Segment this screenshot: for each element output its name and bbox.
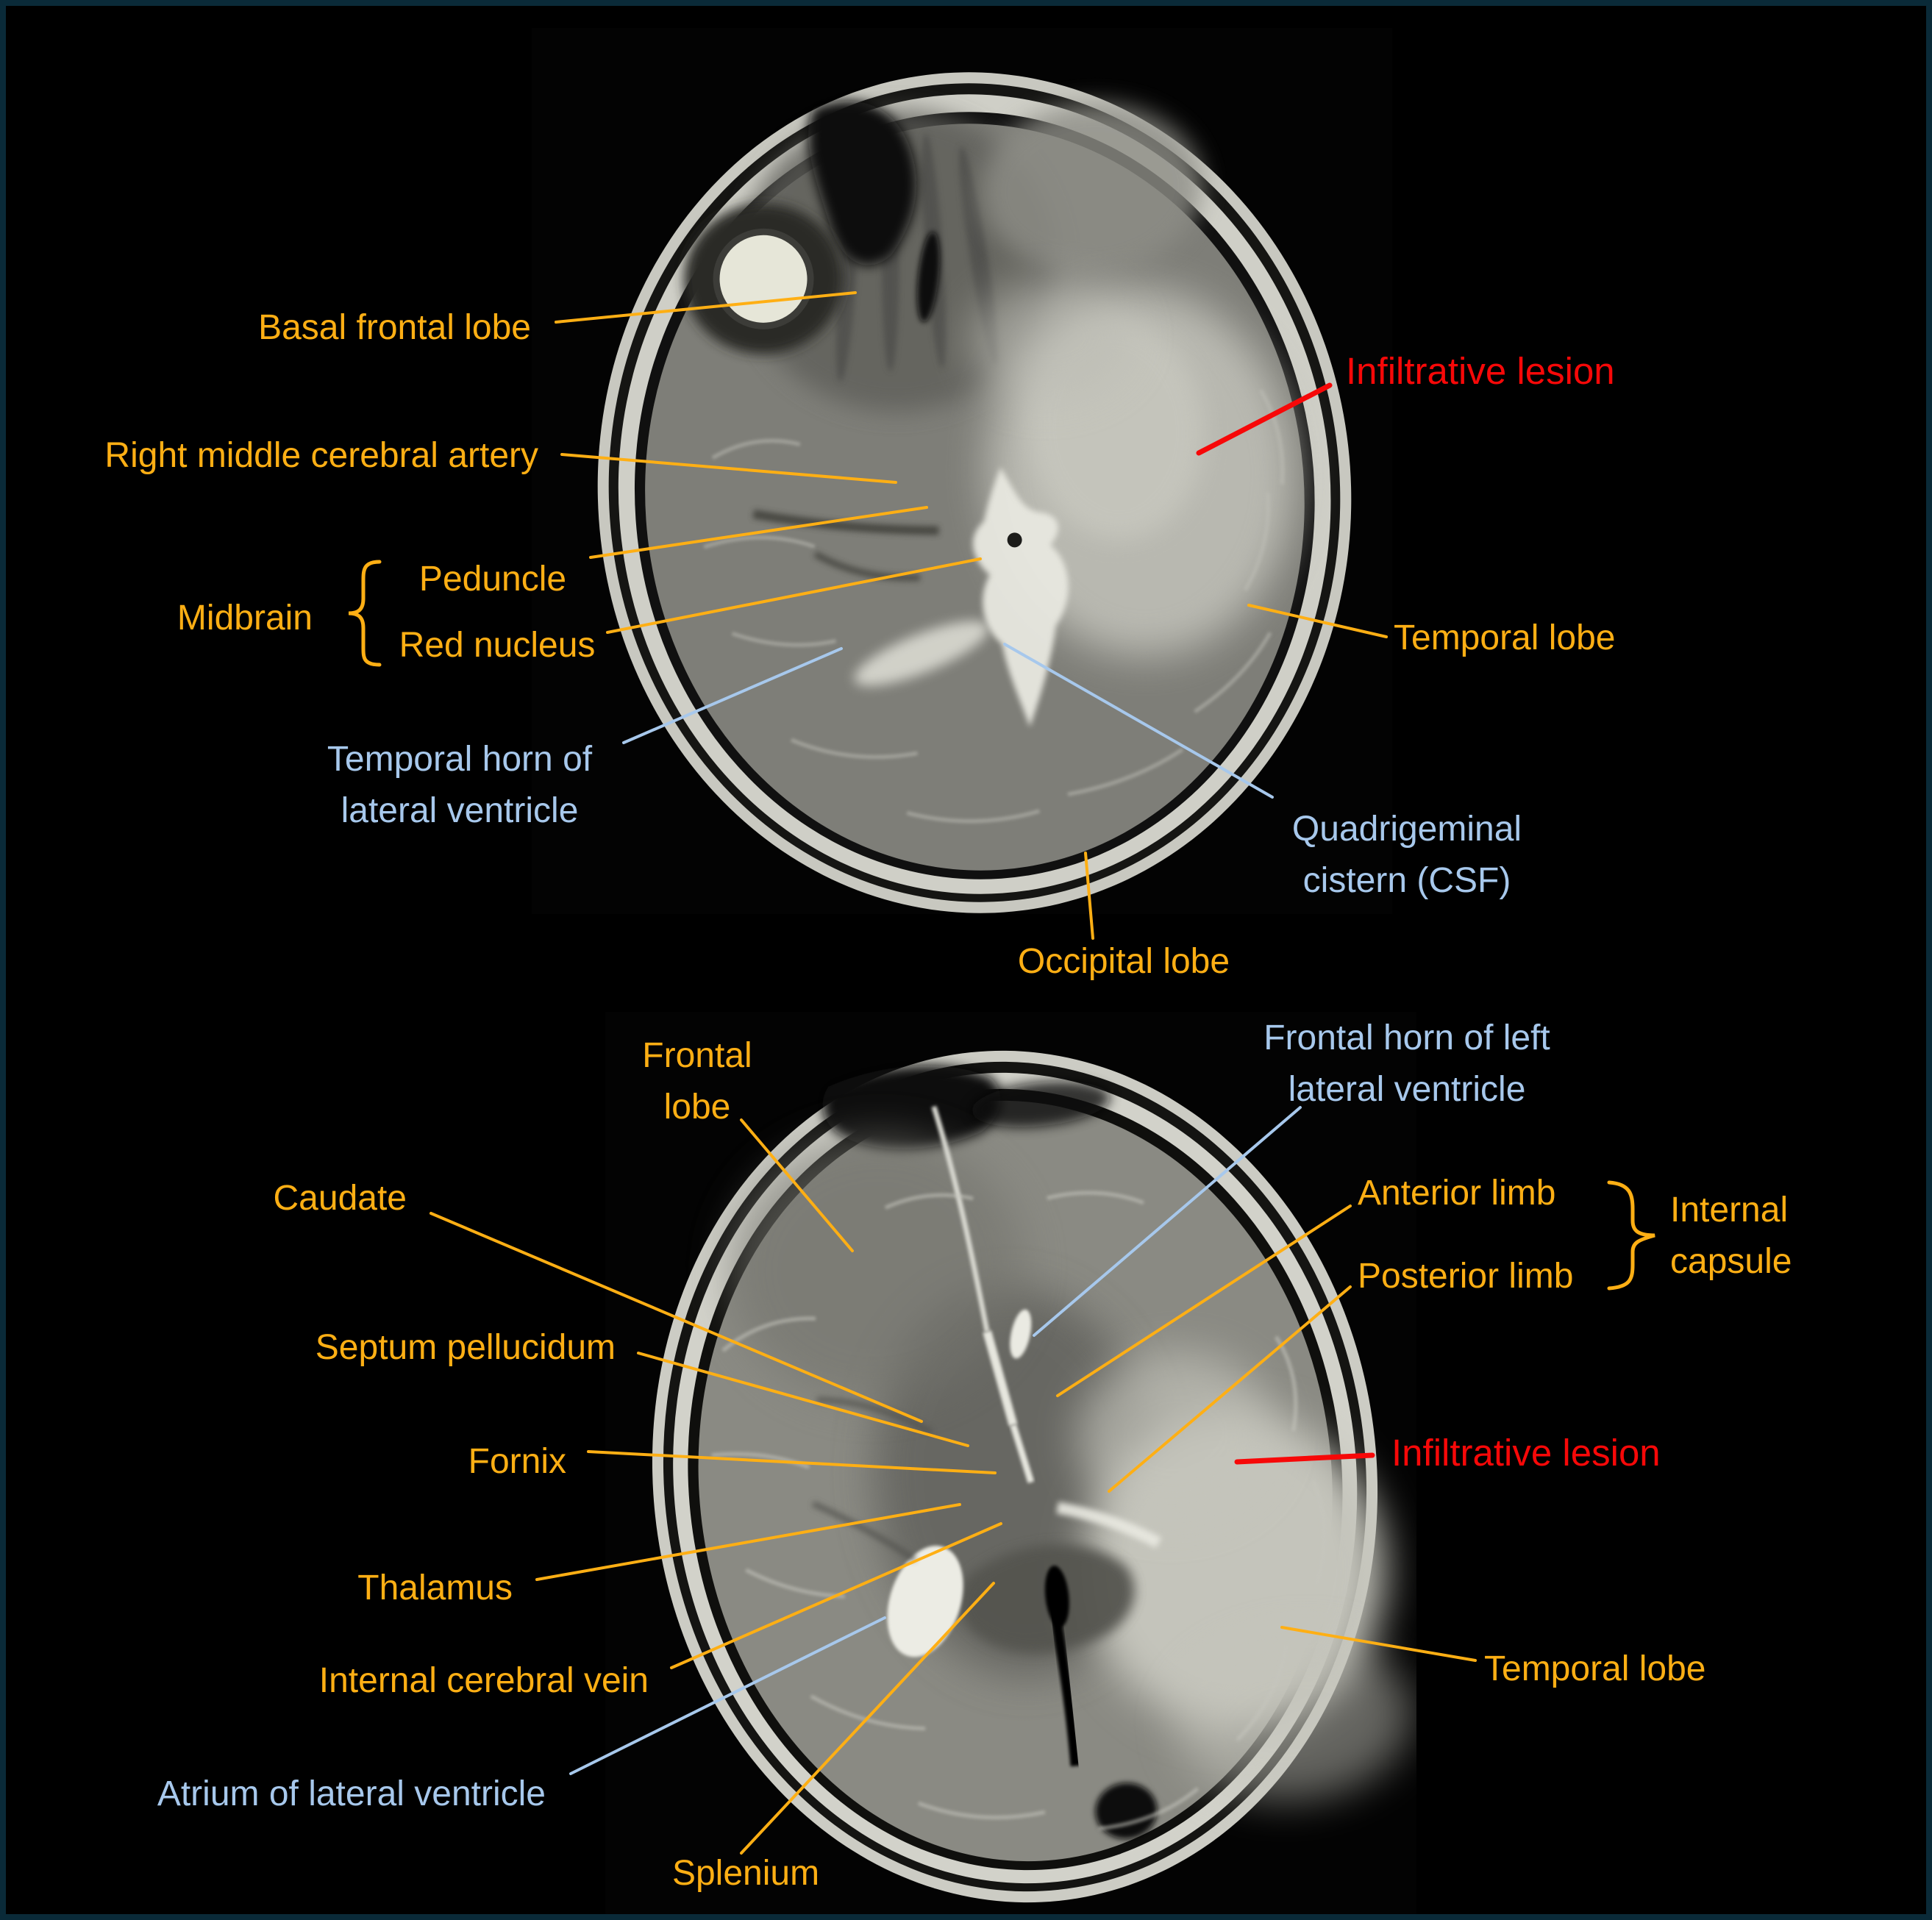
label-frontal-lobe-line2: lobe [663, 1088, 731, 1127]
label-frontal-horn: Frontal horn of left lateral ventricle [1263, 1013, 1550, 1116]
label-temporal-lobe-bottom: Temporal lobe [1484, 1649, 1706, 1688]
internal-cerebral-vein-bright [1056, 1502, 1162, 1549]
label-septum-pellucidum: Septum pellucidum [315, 1328, 616, 1367]
axial-mri-top [532, 28, 1392, 914]
label-occipital-lobe: Occipital lobe [1017, 942, 1230, 981]
label-infiltrative-lesion-bottom: Infiltrative lesion [1391, 1432, 1661, 1474]
label-temporal-horn: Temporal horn of lateral ventricle [327, 734, 592, 837]
label-midbrain: Midbrain [177, 599, 313, 638]
axial-mri-bottom [605, 1012, 1416, 1914]
right-orbit-region [981, 103, 1202, 274]
label-atrium-lateral-ventricle: Atrium of lateral ventricle [157, 1774, 546, 1813]
label-internal-capsule-line1: Internal [1670, 1191, 1789, 1230]
septum-pellucidum-line [1010, 1424, 1035, 1484]
fissure-bright [983, 1330, 1018, 1427]
anterior-dark-collection [822, 1066, 1001, 1150]
label-right-middle-cerebral-artery: Right middle cerebral artery [104, 436, 538, 475]
left-eye-globe [713, 228, 814, 329]
interhemispheric-fissure [931, 1105, 990, 1332]
label-frontal-lobe: Frontal lobe [642, 1030, 752, 1133]
midbrain-brace [348, 560, 382, 667]
label-frontal-lobe-line1: Frontal [642, 1036, 752, 1075]
label-frontal-horn-line2: lateral ventricle [1288, 1070, 1526, 1109]
label-basal-frontal-lobe: Basal frontal lobe [258, 308, 531, 347]
aqueduct-dark-dot [1007, 532, 1022, 548]
frontal-horn-csf [1010, 1309, 1032, 1359]
interhemispheric-slit [917, 231, 940, 323]
lesion-inferior-extension [1177, 1638, 1412, 1801]
label-frontal-horn-line1: Frontal horn of left [1263, 1018, 1550, 1057]
temporal-horn-csf [854, 621, 989, 686]
label-quadrigeminal-line2: cistern (CSF) [1302, 861, 1511, 900]
label-posterior-limb: Posterior limb [1358, 1257, 1574, 1296]
label-anterior-limb: Anterior limb [1358, 1174, 1556, 1213]
occipital-horn-dark [1095, 1782, 1158, 1839]
label-thalamus: Thalamus [357, 1569, 513, 1607]
label-quadrigeminal-cistern: Quadrigeminal cistern (CSF) [1292, 804, 1522, 907]
nasal-sinus-dark [808, 101, 917, 265]
label-internal-capsule-line2: capsule [1670, 1242, 1792, 1281]
label-temporal-lobe-top: Temporal lobe [1394, 618, 1616, 657]
label-red-nucleus: Red nucleus [399, 626, 596, 665]
internal-capsule-brace [1607, 1180, 1655, 1291]
slit-superior [1044, 1566, 1069, 1627]
label-quadrigeminal-line1: Quadrigeminal [1291, 810, 1522, 849]
label-peduncle: Peduncle [418, 560, 567, 599]
label-internal-cerebral-vein: Internal cerebral vein [318, 1661, 649, 1700]
label-fornix: Fornix [468, 1442, 566, 1481]
label-temporal-horn-line1: Temporal horn of [327, 740, 593, 779]
label-internal-capsule: Internal capsule [1670, 1185, 1792, 1288]
label-caudate: Caudate [273, 1179, 407, 1218]
label-temporal-horn-line2: lateral ventricle [341, 791, 579, 830]
label-splenium: Splenium [671, 1854, 820, 1893]
lesion-anterior-extension [969, 279, 1132, 398]
label-infiltrative-lesion-top: Infiltrative lesion [1346, 350, 1615, 392]
